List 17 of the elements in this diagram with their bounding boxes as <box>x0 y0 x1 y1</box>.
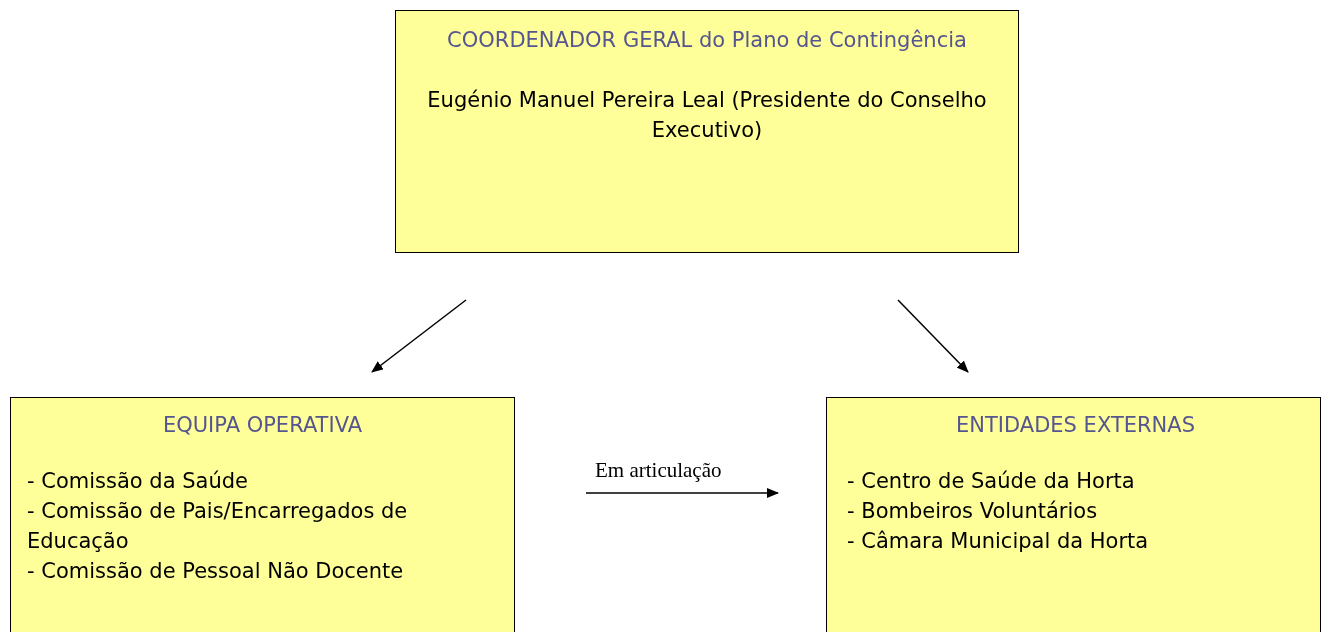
process-box <box>395 10 1019 253</box>
box-text: - Comissão de Pessoal Não Docente <box>27 558 405 585</box>
box-heading: COORDENADOR GERAL do Plano de Contingência <box>446 27 968 54</box>
box-text: - Bombeiros Voluntários <box>847 498 1099 525</box>
box-heading: EQUIPA OPERATIVA <box>161 412 364 439</box>
box-text: - Centro de Saúde da Horta <box>847 468 1136 495</box>
arrow <box>371 299 467 373</box>
box-heading: ENTIDADES EXTERNAS <box>955 412 1196 439</box>
box-text: - Comissão da Saúde <box>27 468 249 495</box>
process-box <box>10 397 515 632</box>
box-text: - Comissão de Pais/Encarregados de Educação <box>27 498 409 555</box>
edge-label: Em articulação <box>595 458 722 483</box>
arrow <box>585 488 779 498</box>
box-text: - Câmara Municipal da Horta <box>847 528 1150 555</box>
arrow <box>897 299 969 373</box>
box-text: Eugénio Manuel Pereira Leal (Presidente do Conselho Executivo) <box>426 87 988 144</box>
process-box <box>826 397 1321 632</box>
